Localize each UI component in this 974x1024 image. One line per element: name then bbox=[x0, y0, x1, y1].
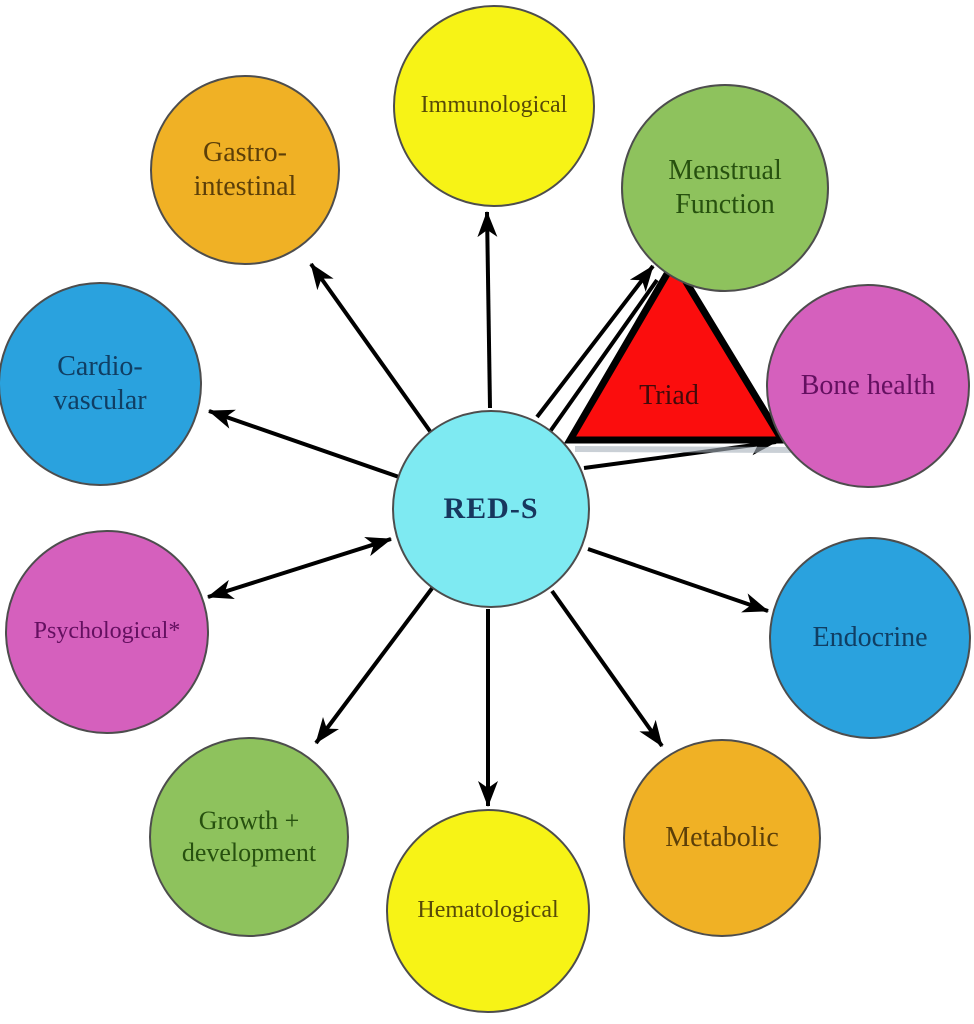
node-immunological: Immunological bbox=[393, 5, 595, 207]
triad-shadow bbox=[574, 446, 801, 453]
arrow-to-bone-health bbox=[583, 435, 777, 470]
node-endocrine-label: Endocrine bbox=[812, 621, 928, 653]
node-menstrual-function: Menstrual Function bbox=[621, 84, 829, 292]
node-growth-development-label: Growth + development bbox=[181, 806, 317, 867]
triad-label: Triad bbox=[639, 380, 699, 411]
node-bone-health: Bone health bbox=[766, 284, 970, 488]
node-gastrointestinal: Gastro- intestinal bbox=[150, 75, 340, 265]
node-metabolic: Metabolic bbox=[623, 739, 821, 937]
node-red-s-center-label: RED-S bbox=[443, 491, 539, 525]
node-cardiovascular: Cardio- vascular bbox=[0, 282, 202, 486]
node-psychological: Psychological* bbox=[5, 530, 209, 734]
node-psychological-label: Psychological* bbox=[33, 618, 181, 645]
arrow-to-immunological bbox=[477, 211, 498, 409]
node-immunological-label: Immunological bbox=[420, 92, 568, 119]
node-hematological-label: Hematological bbox=[417, 897, 559, 924]
arrow-to-psychological-double-headed bbox=[207, 537, 392, 599]
node-menstrual-function-label: Menstrual Function bbox=[668, 154, 782, 220]
arrow-to-growth-development bbox=[314, 585, 435, 745]
node-bone-health-label: Bone health bbox=[800, 369, 936, 401]
triad-triangle bbox=[563, 255, 789, 444]
arrow-to-gastrointestinal bbox=[309, 262, 434, 436]
arrow-to-metabolic bbox=[550, 589, 664, 748]
node-cardiovascular-label: Cardio- vascular bbox=[53, 350, 147, 416]
arrow-to-menstrual-function bbox=[535, 264, 655, 419]
node-metabolic-label: Metabolic bbox=[665, 821, 779, 853]
node-growth-development: Growth + development bbox=[149, 737, 349, 937]
arrow-to-endocrine bbox=[587, 547, 769, 613]
node-gastrointestinal-label: Gastro- intestinal bbox=[193, 136, 297, 202]
node-hematological: Hematological bbox=[386, 809, 590, 1013]
arrow-to-menstrual-function-parallel-line bbox=[547, 278, 659, 435]
node-red-s-center: RED-S bbox=[392, 410, 590, 608]
node-endocrine: Endocrine bbox=[769, 537, 971, 739]
arrow-to-cardiovascular bbox=[208, 409, 400, 479]
